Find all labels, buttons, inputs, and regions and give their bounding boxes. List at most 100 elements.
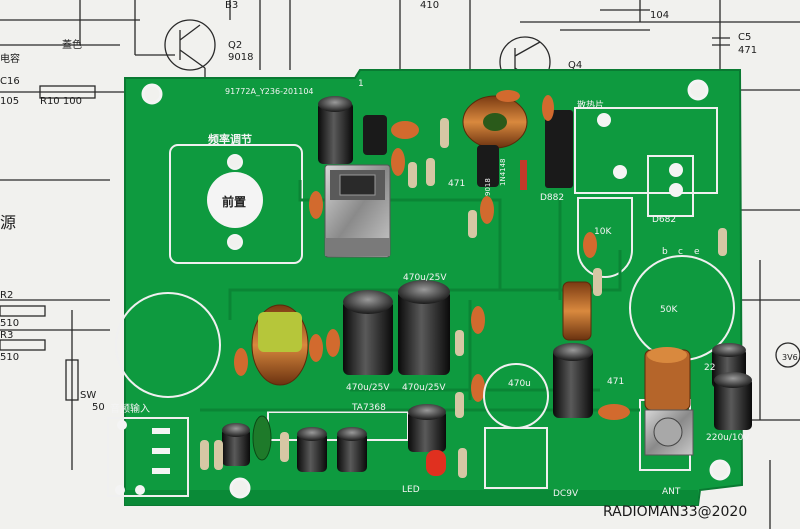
electrolytic-cap xyxy=(337,432,367,472)
electrolytic-cap xyxy=(714,378,752,430)
diode-label: 1N4148 xyxy=(499,158,507,186)
cap-220-label: 220u/10V xyxy=(706,433,750,443)
mark-label: 1 xyxy=(358,79,364,89)
resistor xyxy=(214,440,223,470)
speaker-circle xyxy=(115,292,221,398)
preamp-hole xyxy=(207,172,263,228)
freq-adjust-label: 频率调节 xyxy=(208,132,252,146)
schem-label: 510 xyxy=(0,318,19,329)
preamp-label: 前置 xyxy=(222,194,246,209)
schem-label: 410 xyxy=(420,0,439,11)
led-label: LED xyxy=(402,485,420,495)
watermark: RADIOMAN33@2020 xyxy=(603,504,747,520)
schem-label: 9018 xyxy=(228,52,253,63)
freq-adjust-area: 频率调节 前置 xyxy=(207,132,263,250)
d882-label: D882 xyxy=(540,193,564,203)
resistor xyxy=(468,210,477,238)
pot-10k-label: 10K xyxy=(594,227,612,237)
resistor xyxy=(455,392,464,418)
dc9v-label: DC9V xyxy=(553,489,579,499)
electrolytic-cap xyxy=(222,428,250,466)
heatsink-holes xyxy=(597,113,683,197)
schem-label: Q4 xyxy=(568,60,582,71)
electrolytic-cap xyxy=(553,348,593,418)
schem-label: R10 100 xyxy=(40,96,82,107)
electrolytic-cap xyxy=(318,102,353,164)
ant-trimmer xyxy=(644,409,694,456)
resistor xyxy=(408,162,417,188)
heatsink-label: 散热片 xyxy=(577,99,604,111)
resistors xyxy=(200,118,727,478)
schem-label: 105 xyxy=(0,96,19,107)
pcb-edge xyxy=(125,490,698,505)
diode xyxy=(520,160,527,190)
ant-label: ANT xyxy=(662,487,681,497)
mount-hole xyxy=(687,79,709,101)
pin-e-label: e xyxy=(694,247,700,257)
resistor xyxy=(458,448,467,478)
electrolytic-cap xyxy=(398,290,450,375)
resistor xyxy=(718,228,727,256)
schem-label: C5 xyxy=(738,32,751,43)
electrolytic-cap xyxy=(297,432,327,472)
schem-label: 510 xyxy=(0,352,19,363)
green-capacitor xyxy=(252,415,272,461)
resistor xyxy=(280,432,289,462)
pin-b-label: b xyxy=(662,247,668,257)
pin-c-label: c xyxy=(678,247,683,257)
schem-label: C16 xyxy=(0,76,20,87)
coils xyxy=(251,95,691,411)
heatsink-frame xyxy=(574,107,718,194)
cap-label: 470u/25V xyxy=(403,273,447,283)
pot-50k-label: 50K xyxy=(660,305,678,315)
schem-label: Q2 xyxy=(228,40,242,51)
schem-label: 471 xyxy=(738,45,757,56)
schem-label: 50 xyxy=(92,402,105,413)
schem-label: R3 xyxy=(0,330,13,341)
electrolytic-capacitors xyxy=(222,96,752,472)
mount-hole xyxy=(709,459,731,481)
transistor xyxy=(363,115,387,155)
schem-label: SW xyxy=(80,390,96,401)
cap-label: 470u/25V xyxy=(402,383,446,393)
audio-in-label: 音频输入 xyxy=(110,402,150,415)
silkscreen-labels: 散热片 D882 D682 b c e 10K 50K 470u/25V 470… xyxy=(110,79,750,499)
transistor-label: 9018 xyxy=(484,178,492,196)
schem-label: 源 xyxy=(0,213,16,232)
board-id: 91772A_Y236-201104 xyxy=(225,87,314,96)
resistor xyxy=(200,440,209,470)
mount-hole xyxy=(141,83,163,105)
coil xyxy=(562,281,592,341)
d882-transistor xyxy=(545,110,573,188)
resistor xyxy=(593,268,602,296)
cap-label: 470u/25V xyxy=(346,383,390,393)
cap-470u-label: 470u xyxy=(508,379,531,389)
mount-hole xyxy=(229,477,251,499)
pot-10k-frame xyxy=(577,197,633,278)
schematic-labels: Q2 9018 B3 C16 R10 100 105 104 C5 471 Q4… xyxy=(0,0,798,413)
cap-outline xyxy=(483,363,549,429)
freq-adjust-frame xyxy=(169,144,303,264)
mounting-holes xyxy=(141,79,731,499)
audio-in-frame xyxy=(107,417,189,497)
r471-label: 471 xyxy=(448,179,465,189)
schem-label: 电容 xyxy=(0,52,20,65)
variable-capacitor xyxy=(324,164,391,258)
transistors xyxy=(363,110,573,188)
resistor xyxy=(426,158,435,186)
schem-label: 蓋色 xyxy=(62,38,82,51)
schem-label: R2 xyxy=(0,290,13,301)
resistor xyxy=(440,118,449,148)
r471-label: 471 xyxy=(607,377,624,387)
schem-label: B3 xyxy=(225,0,238,11)
ceramic-cap xyxy=(391,121,419,139)
d682-label: D682 xyxy=(652,215,676,225)
electrolytic-cap xyxy=(408,410,446,452)
transistor xyxy=(477,145,499,187)
led xyxy=(426,450,446,476)
cap-22-label: 22 xyxy=(704,363,715,373)
ceramic-capacitors xyxy=(234,90,630,420)
resistor xyxy=(455,330,464,356)
electrolytic-cap xyxy=(343,300,393,375)
